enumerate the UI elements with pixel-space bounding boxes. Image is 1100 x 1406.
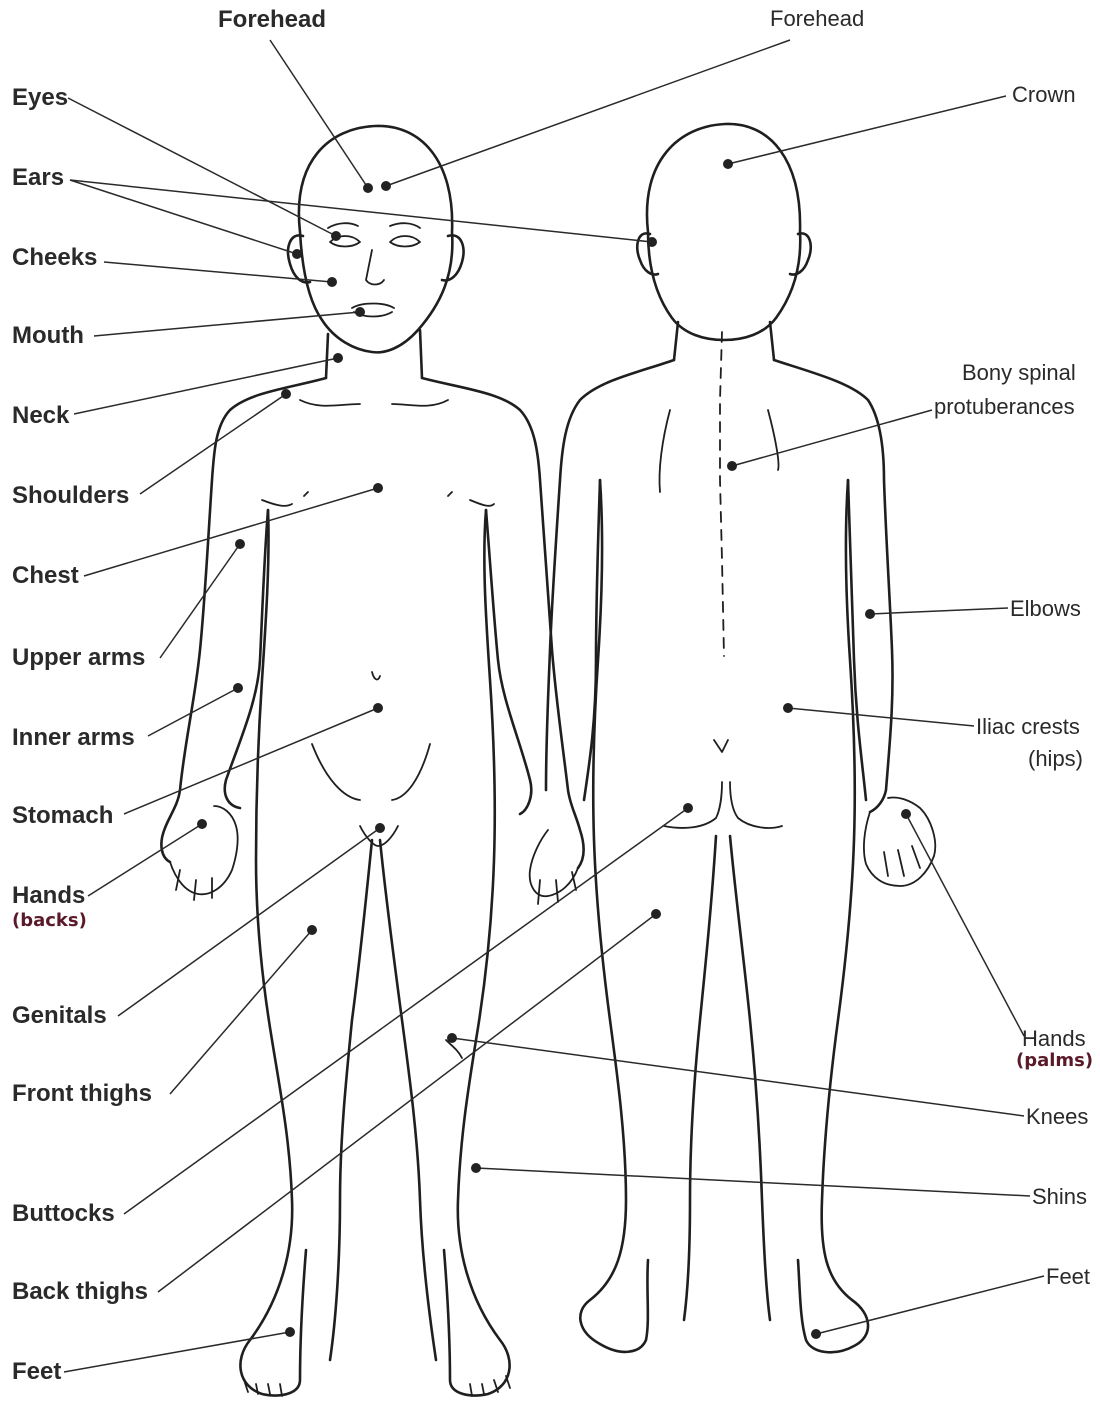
- front-leader-lines: [64, 40, 693, 1372]
- label-eyes: Eyes: [12, 84, 68, 112]
- label-knees: Knees: [1026, 1104, 1088, 1129]
- back-figure: [546, 124, 935, 1352]
- label-spine-line2: protuberances: [934, 394, 1075, 419]
- label-chest: Chest: [12, 562, 79, 590]
- label-elbows: Elbows: [1010, 596, 1081, 621]
- label-front-thighs: Front thighs: [12, 1080, 152, 1108]
- label-stomach: Stomach: [12, 802, 113, 830]
- label-feet-back: Feet: [1046, 1264, 1090, 1289]
- label-forehead-back: Forehead: [770, 6, 864, 31]
- label-mouth: Mouth: [12, 322, 84, 350]
- label-buttocks: Buttocks: [12, 1200, 115, 1228]
- label-ears: Ears: [12, 164, 64, 192]
- label-iliac-line2: (hips): [1028, 746, 1083, 771]
- label-cheeks: Cheeks: [12, 244, 97, 272]
- label-hands-backs-note: (backs): [12, 910, 87, 931]
- label-inner-arms: Inner arms: [12, 724, 135, 752]
- label-hands-palms-note: (palms): [1016, 1050, 1093, 1071]
- label-iliac-line1: Iliac crests: [976, 714, 1080, 739]
- label-shins: Shins: [1032, 1184, 1087, 1209]
- label-hands-palms: Hands: [1022, 1026, 1086, 1051]
- label-hands-backs: Hands: [12, 882, 85, 910]
- label-feet-front: Feet: [12, 1358, 61, 1386]
- label-genitals: Genitals: [12, 1002, 107, 1030]
- label-shoulders: Shoulders: [12, 482, 129, 510]
- label-neck: Neck: [12, 402, 69, 430]
- front-figure: [161, 126, 583, 1396]
- label-crown: Crown: [1012, 82, 1076, 107]
- label-back-thighs: Back thighs: [12, 1278, 148, 1306]
- label-forehead-front: Forehead: [218, 6, 326, 34]
- label-spine-line1: Bony spinal: [962, 360, 1076, 385]
- label-upper-arms: Upper arms: [12, 644, 145, 672]
